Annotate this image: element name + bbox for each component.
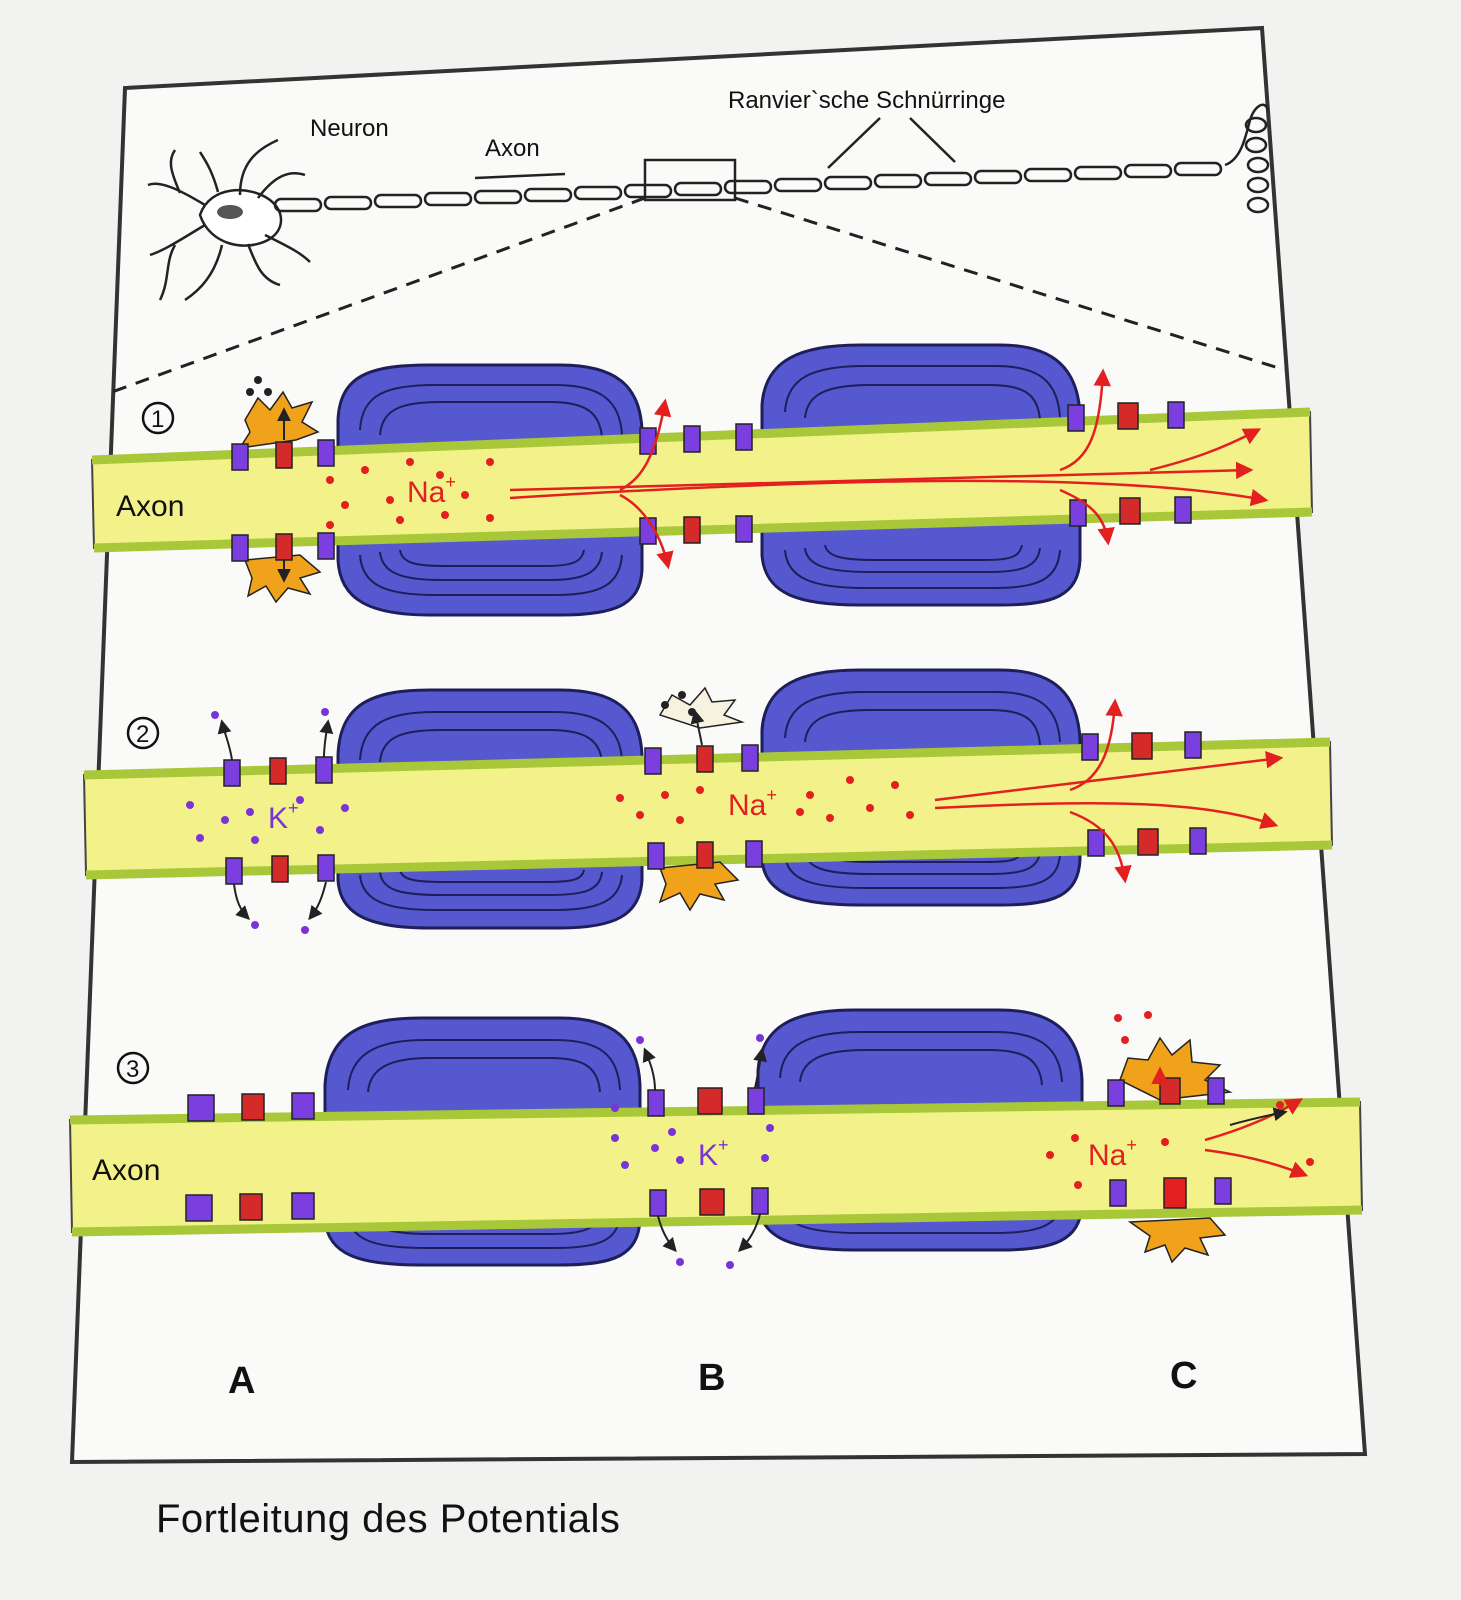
zoom-line-right [734, 196, 1286, 372]
burst-2-bottom [658, 861, 740, 912]
potassium-arrows-2 [217, 709, 705, 921]
axon-myelin-chain [273, 161, 1223, 213]
current-arrows-3 [1151, 1066, 1309, 1178]
column-label-a: A [228, 1360, 255, 1402]
panel-2 [82, 668, 1334, 934]
sodium-ions-1 [326, 458, 494, 529]
membrane-bottom-1 [93, 507, 1313, 553]
burst-3-bottom [1127, 1217, 1227, 1264]
neuron-label: Neuron [310, 115, 389, 142]
current-arrows-1 [509, 368, 1269, 570]
na-label-2: Na+ [728, 785, 777, 822]
membrane-top-1 [91, 407, 1311, 465]
step-2-circle [126, 716, 160, 750]
panel-3 [68, 1008, 1364, 1269]
column-label-c: C [1170, 1355, 1197, 1397]
k-label-3: K+ [698, 1135, 729, 1172]
step-2-number: 2 [136, 721, 149, 748]
step-1-circle [141, 401, 175, 435]
sodium-ions-2 [616, 776, 914, 824]
step-1-number: 1 [151, 406, 164, 433]
panel-1 [90, 343, 1314, 617]
figure-caption: Fortleitung des Potentials [156, 1497, 621, 1541]
neuron-soma [198, 188, 283, 247]
potassium-ions-3 [611, 1034, 774, 1269]
potassium-arrows-3 [642, 1047, 1288, 1253]
axon-label-3: Axon [92, 1154, 160, 1187]
ion-channels-2 [223, 731, 1207, 885]
na-label-3: Na+ [1088, 1135, 1137, 1172]
k-label-2: K+ [268, 798, 299, 835]
na-label-1: Na+ [407, 472, 456, 509]
nodes-of-ranvier-label: Ranvier`sche Schnürringe [728, 87, 1005, 114]
neuron-nucleus [217, 205, 243, 219]
zoom-box [643, 158, 737, 202]
ion-channels-3 [185, 1077, 1232, 1222]
step-3-number: 3 [126, 1056, 139, 1083]
burst-2-top [658, 686, 745, 729]
neuron-overview [111, 103, 1286, 394]
membrane-bottom-3 [71, 1205, 1363, 1237]
current-arrows-2 [934, 698, 1284, 884]
axon-bracket [474, 172, 566, 180]
step-3-circle [116, 1051, 150, 1085]
ion-channels-1 [231, 401, 1192, 562]
potassium-ions-2 [186, 708, 349, 934]
column-label-b: B [698, 1357, 725, 1399]
axon-top-label: Axon [485, 135, 540, 162]
axon-label-1: Axon [116, 490, 184, 523]
sodium-ions-3 [1046, 1011, 1314, 1189]
